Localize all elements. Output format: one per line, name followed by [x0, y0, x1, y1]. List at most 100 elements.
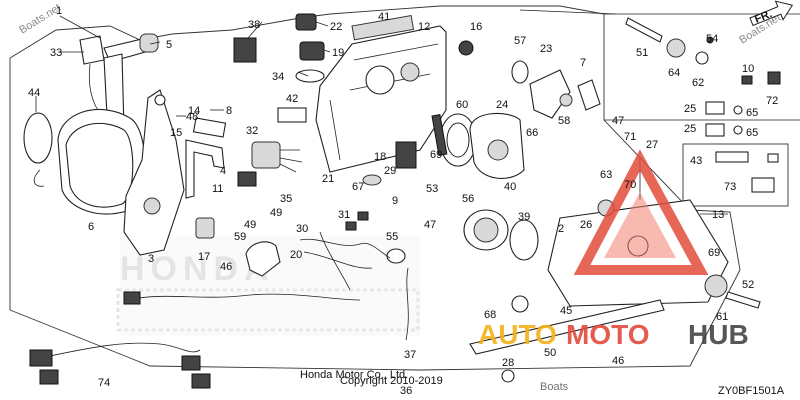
part-21-damper — [362, 174, 382, 186]
copyright-line-1: Honda Motor Co., Ltd. — [300, 369, 408, 381]
label-box-items — [715, 151, 779, 193]
callout-31: 31 — [338, 209, 350, 221]
callout-44: 44 — [28, 87, 40, 99]
callout-58: 58 — [558, 115, 570, 127]
part-41-plate — [351, 15, 415, 41]
callout-65a: 65 — [746, 107, 758, 119]
callout-2: 2 — [558, 223, 564, 235]
part-22-cap — [295, 13, 317, 31]
callout-34: 34 — [272, 71, 284, 83]
part-74-harness — [29, 291, 361, 389]
callout-49b: 49 — [244, 219, 256, 231]
callout-62: 62 — [692, 77, 704, 89]
part-18-clip — [395, 141, 417, 169]
callout-24: 24 — [496, 99, 508, 111]
callout-36: 36 — [400, 385, 412, 397]
callout-69a: 69 — [430, 149, 442, 161]
callout-71: 71 — [624, 131, 636, 143]
callout-72: 72 — [766, 95, 778, 107]
callout-54: 54 — [706, 33, 718, 45]
part-34-spring — [295, 69, 325, 83]
callout-27: 27 — [646, 139, 658, 151]
label-box — [682, 143, 789, 207]
callout-1: 1 — [56, 5, 62, 17]
callout-19: 19 — [332, 47, 344, 59]
callout-52: 52 — [742, 279, 754, 291]
callout-35: 35 — [280, 193, 292, 205]
callout-10: 10 — [742, 63, 754, 75]
callout-28: 28 — [502, 357, 514, 369]
part-19-knob — [299, 41, 325, 61]
callout-18: 18 — [374, 151, 386, 163]
callout-3: 3 — [148, 253, 154, 265]
callout-66: 66 — [526, 127, 538, 139]
callout-50: 50 — [544, 347, 556, 359]
callout-65b: 65 — [746, 127, 758, 139]
callout-12: 12 — [418, 21, 430, 33]
callout-68: 68 — [484, 309, 496, 321]
watermark-bottom: Boats — [540, 381, 569, 393]
part-44-oring — [23, 112, 53, 164]
callout-70: 70 — [624, 179, 636, 191]
callout-5: 5 — [166, 39, 172, 51]
callout-51: 51 — [636, 47, 648, 59]
callout-40: 40 — [504, 181, 516, 193]
callout-55: 55 — [386, 231, 398, 243]
callout-15: 15 — [170, 127, 182, 139]
part-7-link — [577, 79, 601, 111]
automotohub-logo: AUTO MOTO HUB — [478, 149, 749, 350]
callout-74: 74 — [98, 377, 110, 389]
part-52-bolt — [725, 291, 761, 309]
watermark-brand-text: HONDA — [120, 250, 275, 288]
hub-moto-text: MOTO — [566, 319, 649, 350]
callout-14: 14 — [188, 105, 200, 117]
callout-42: 42 — [286, 93, 298, 105]
callout-16: 16 — [470, 21, 482, 33]
part-12-main-housing — [315, 15, 447, 173]
diagram-code: ZY0BF1501A — [718, 385, 785, 397]
part-30-wire-harness — [299, 211, 391, 291]
callout-37: 37 — [404, 349, 416, 361]
book-icon — [751, 177, 775, 193]
callout-57: 57 — [514, 35, 526, 47]
part-57-bushing — [511, 60, 529, 84]
part-23-cam — [529, 69, 571, 119]
callout-22: 22 — [330, 21, 342, 33]
part-24-gear-plate — [431, 112, 525, 179]
callout-38: 38 — [248, 19, 260, 31]
callout-69b: 69 — [708, 247, 720, 259]
callout-47b: 47 — [612, 115, 624, 127]
part-38-module — [233, 37, 257, 63]
inset-small-parts — [625, 17, 781, 137]
callout-29: 29 — [384, 165, 396, 177]
part-42-label — [277, 107, 307, 123]
callout-17: 17 — [198, 251, 210, 263]
callout-21: 21 — [322, 173, 334, 185]
hub-hub-text: HUB — [688, 319, 749, 350]
callout-46b: 46 — [612, 355, 624, 367]
callout-73: 73 — [724, 181, 736, 193]
callout-63: 63 — [600, 169, 612, 181]
callout-60: 60 — [456, 99, 468, 111]
callout-49a: 49 — [270, 207, 282, 219]
callout-23: 23 — [540, 43, 552, 55]
part-3-lever — [123, 89, 185, 256]
callout-45: 45 — [560, 305, 572, 317]
callout-30: 30 — [296, 223, 308, 235]
callout-6: 6 — [88, 221, 94, 233]
callout-41: 41 — [378, 11, 390, 23]
callout-20: 20 — [290, 249, 302, 261]
callout-64: 64 — [668, 67, 680, 79]
part-55-grommet — [386, 248, 406, 264]
part-37-cable — [405, 267, 409, 341]
callout-43: 43 — [690, 155, 702, 167]
callout-32: 32 — [246, 125, 258, 137]
callout-8: 8 — [226, 105, 232, 117]
callout-25b: 25 — [684, 123, 696, 135]
callout-56: 56 — [462, 193, 474, 205]
callout-26: 26 — [580, 219, 592, 231]
callout-61: 61 — [716, 311, 728, 323]
callout-47a: 47 — [424, 219, 436, 231]
callout-4: 4 — [220, 165, 226, 177]
